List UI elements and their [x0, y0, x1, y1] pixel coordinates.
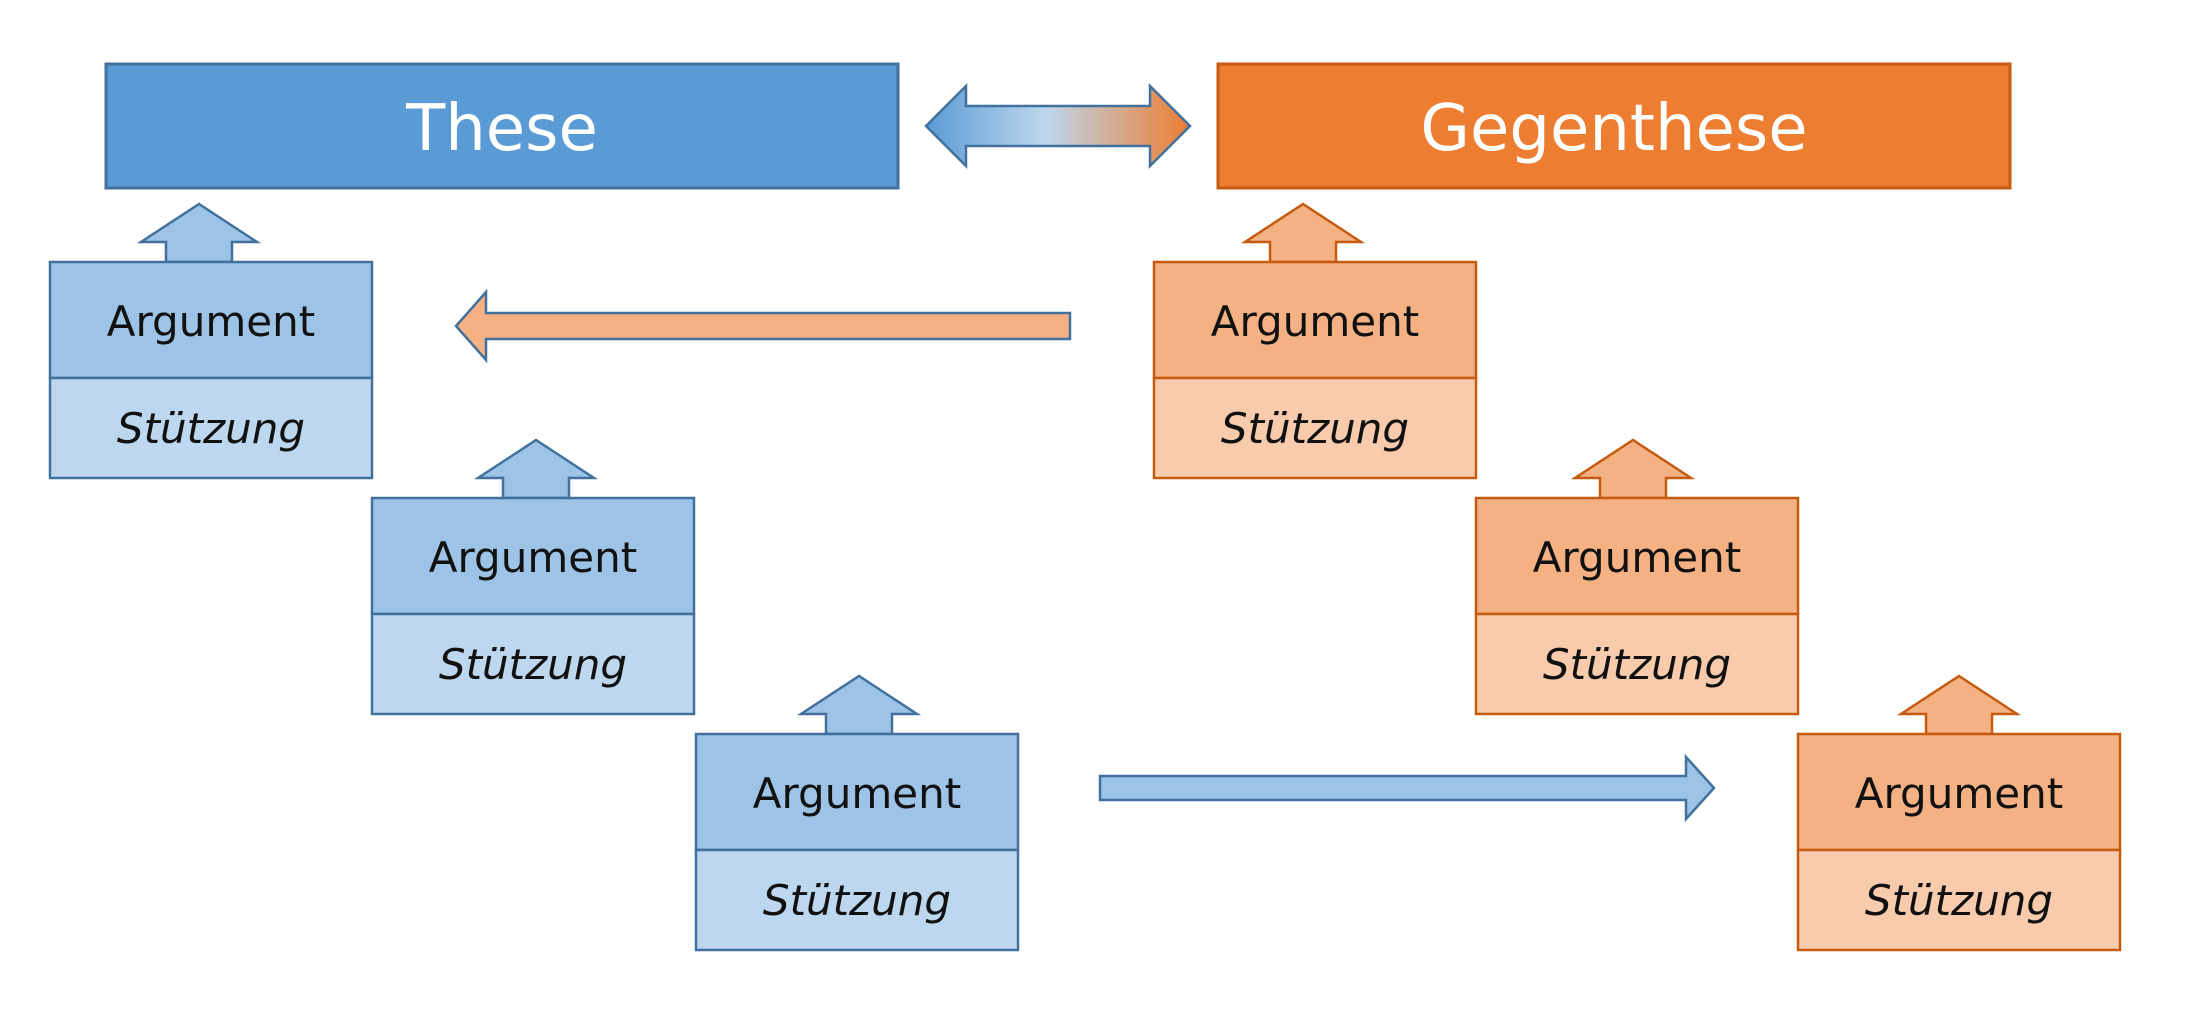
left-arrow-icon: [454, 288, 1072, 364]
up-arrow-icon: [1240, 202, 1366, 264]
gegenthese-argument-group-3: Argument Stützung: [1796, 674, 2122, 952]
gegenthese-stuetzung-box: [1474, 612, 1800, 716]
these-stuetzung-box: [48, 376, 374, 480]
double-headed-arrow-icon: [924, 82, 1192, 170]
these-argument-group-1: Argument Stützung: [48, 202, 374, 480]
these-stuetzung-label: Stützung: [117, 404, 305, 453]
these-argument-label: Argument: [107, 297, 315, 346]
these-stuetzung-label: Stützung: [763, 876, 951, 925]
these-argument-label: Argument: [429, 533, 637, 582]
these-stuetzung-box: [694, 848, 1020, 952]
up-arrow-icon: [796, 674, 922, 736]
these-stuetzung-label: Stützung: [439, 640, 627, 689]
these-argument-group-3: Argument Stützung: [694, 674, 1020, 952]
gegenthese-stuetzung-label: Stützung: [1221, 404, 1409, 453]
gegenthese-label: Gegenthese: [1420, 92, 1807, 166]
up-arrow-icon: [1896, 674, 2022, 736]
gegenthese-argument-box: [1474, 496, 1800, 616]
these-label: These: [405, 92, 598, 166]
these-argument-group-2: Argument Stützung: [370, 438, 696, 716]
gegenthese-stuetzung-box: [1796, 848, 2122, 952]
up-arrow-icon: [136, 202, 262, 264]
these-stuetzung-box: [370, 612, 696, 716]
gegenthese-argument-group-2: Argument Stützung: [1474, 438, 1800, 716]
gegenthese-argument-label: Argument: [1855, 769, 2063, 818]
up-arrow-icon: [473, 438, 599, 500]
gegenthese-argument-label: Argument: [1533, 533, 1741, 582]
right-arrow-icon: [1098, 753, 1716, 823]
these-box-rect: [104, 62, 900, 190]
gegenthese-box: Gegenthese: [1216, 62, 2012, 190]
gegenthese-box-rect: [1216, 62, 2012, 190]
these-argument-label: Argument: [753, 769, 961, 818]
gegenthese-stuetzung-label: Stützung: [1865, 876, 2053, 925]
gegenthese-stuetzung-label: Stützung: [1543, 640, 1731, 689]
gegenthese-stuetzung-box: [1152, 376, 1478, 480]
these-box: These: [104, 62, 900, 190]
up-arrow-icon: [1570, 438, 1696, 500]
gegenthese-argument-group-1: Argument Stützung: [1152, 202, 1478, 480]
gegenthese-argument-label: Argument: [1211, 297, 1419, 346]
these-argument-box: [48, 260, 374, 380]
